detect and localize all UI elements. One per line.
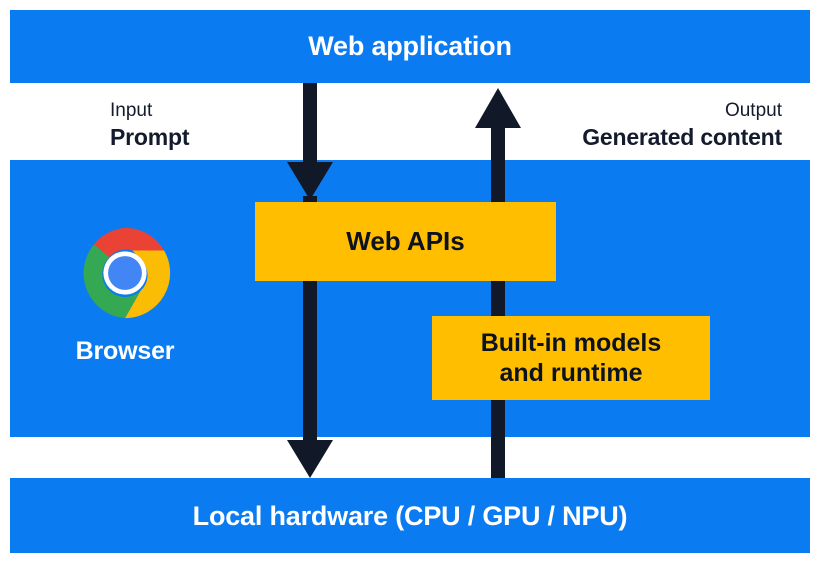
box-built-in-models-label: Built-in models and runtime (481, 328, 662, 389)
box-built-in-models-line-2: and runtime (499, 359, 643, 387)
browser-block: Browser (60, 226, 190, 366)
browser-label: Browser (75, 337, 175, 365)
box-built-in-models[interactable]: Built-in models and runtime (432, 316, 710, 400)
band-local-hardware-label: Local hardware (CPU / GPU / NPU) (192, 501, 628, 531)
band-local-hardware: Local hardware (CPU / GPU / NPU) (10, 478, 810, 553)
box-web-apis[interactable]: Web APIs (255, 202, 556, 281)
box-web-apis-label: Web APIs (346, 225, 465, 256)
box-built-in-models-line-1: Built-in models (480, 328, 662, 357)
band-web-application-label: Web application (308, 31, 512, 61)
input-flow-value: Prompt (110, 124, 190, 151)
band-web-application: Web application (10, 10, 810, 83)
output-flow-kind: Output (724, 100, 782, 121)
input-flow-label: Input Prompt (110, 99, 190, 153)
chrome-logo-icon (83, 227, 171, 319)
output-flow-value: Generated content (582, 124, 782, 151)
input-flow-kind: Input (110, 100, 153, 121)
output-flow-label: Output Generated content (582, 99, 782, 153)
